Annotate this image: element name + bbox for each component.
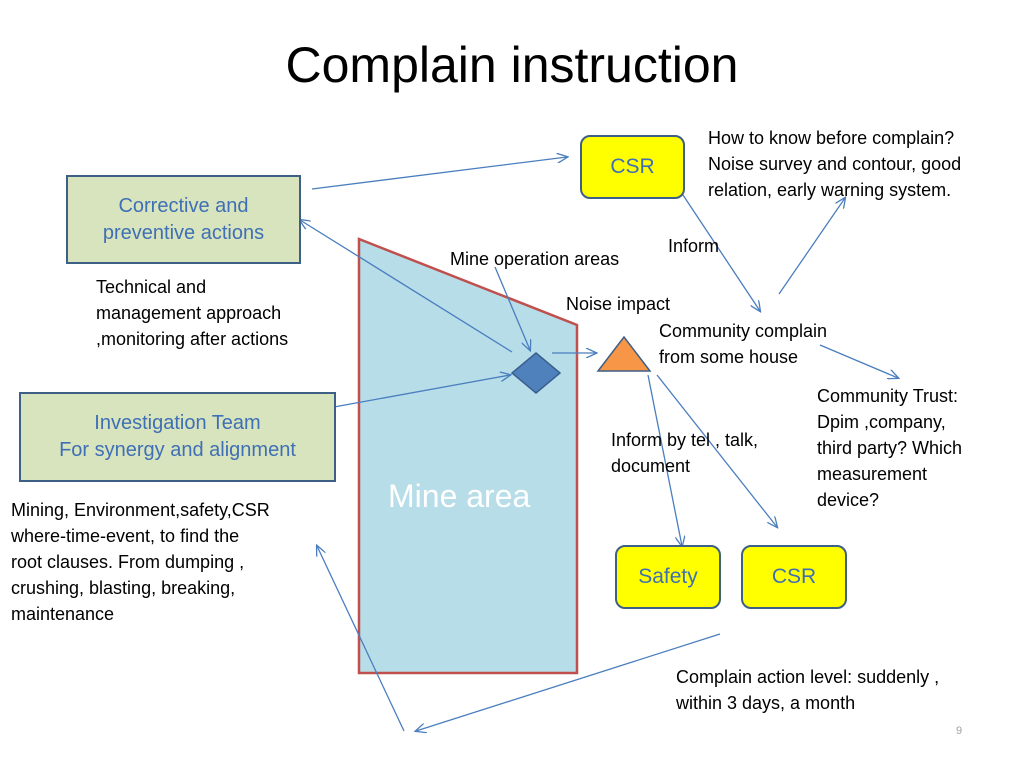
corrective-actions-box: Corrective and preventive actions <box>66 175 301 264</box>
mine-area-label: Mine area <box>388 478 531 514</box>
csr-bottom-box: CSR <box>741 545 847 609</box>
community-trust-text: Community Trust: Dpim ,company, third pa… <box>817 386 963 510</box>
action-level-text: Complain action level: suddenly , within… <box>676 667 940 713</box>
community-complain-text: Community complain from some house <box>659 321 828 367</box>
arrow-diamond-to-corrective <box>300 220 513 353</box>
arrow-to-investigation-text <box>317 546 405 732</box>
inform-by-tel-text: Inform by tel , talk, document <box>611 430 759 476</box>
safety-box: Safety <box>615 545 721 609</box>
arrow-action-level-back <box>416 633 721 731</box>
mine-operation-diamond <box>510 352 562 394</box>
mine-operation-areas-text: Mine operation areas <box>450 249 620 269</box>
arrow-label-to-diamond <box>494 266 530 350</box>
arrow-community-to-how-to-know <box>778 198 845 295</box>
technical-approach-text: Technical and management approach ,monit… <box>96 277 289 349</box>
how-to-know-text: How to know before complain? Noise surve… <box>708 128 962 200</box>
page-title: Complain instruction <box>285 37 739 93</box>
arrow-community-to-trust <box>819 344 898 378</box>
arrow-corrective-to-csr <box>311 157 567 190</box>
inform-text: Inform <box>668 236 720 256</box>
noise-impact-text: Noise impact <box>566 294 671 314</box>
root-cause-text: Mining, Environment,safety,CSR where-tim… <box>11 500 270 624</box>
mine-area-shape <box>357 237 579 675</box>
arrow-investigation-to-diamond <box>333 375 510 408</box>
investigation-team-box: Investigation Team For synergy and align… <box>19 392 336 482</box>
page-number: 9 <box>956 725 963 737</box>
arrow-triangle-to-safety <box>647 374 682 546</box>
csr-top-box: CSR <box>580 135 685 199</box>
arrow-triangle-to-csr <box>656 374 777 527</box>
noise-impact-triangle <box>596 335 652 372</box>
arrow-csr-to-community <box>678 188 760 311</box>
